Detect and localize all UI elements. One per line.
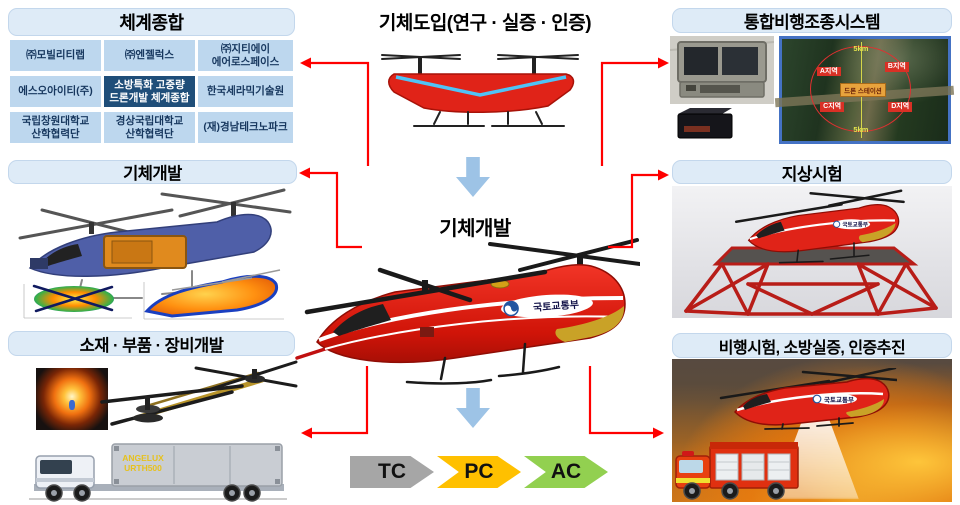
panel-title: 지상시험	[781, 164, 843, 184]
red-drone-drawing	[381, 54, 579, 127]
map-drone-station: 드론 스테이션	[840, 82, 886, 97]
panel-header-ground-test: 지상시험	[672, 160, 952, 184]
helicopter-logo-text: 국토교통부	[533, 299, 580, 314]
main-helicopter-image: 국토교통부	[295, 232, 640, 392]
airframe-cad-image	[12, 186, 294, 324]
step-label: AC	[550, 460, 582, 483]
org-cell: 경상국립대학교 산학협력단	[104, 112, 195, 143]
map-zone-d: D지역	[888, 102, 913, 112]
flow-arrow-down-icon	[456, 388, 490, 428]
org-cell: 국립창원대학교 산학협력단	[10, 112, 101, 143]
map-range-top: 5km	[853, 44, 869, 54]
org-cell: (재)경남테크노파크	[198, 112, 293, 143]
black-box-drawing	[677, 108, 733, 139]
map-zone-c: C지역	[820, 102, 845, 112]
panel-title: 체계종합	[119, 13, 184, 33]
panel-title: 통합비행조종시스템	[743, 13, 881, 32]
rotor-assembly-drawing	[100, 360, 298, 426]
flight-zone-map: 5km A지역 B지역 드론 스테이션 C지역 D지역 5km	[775, 36, 955, 144]
center-dev-label: 기체개발	[439, 218, 511, 240]
org-cell: 에스오아이티(주)	[10, 76, 101, 107]
helicopter-logo-text: 국토교통부	[824, 395, 854, 404]
fire-truck-drawing	[675, 442, 799, 500]
panel-title: 기체개발	[123, 165, 182, 183]
panel-header-system-integration: 체계종합	[8, 8, 295, 36]
ground-control-station-photo	[670, 36, 774, 104]
map-zone-b: B지역	[884, 62, 909, 73]
transport-truck-image: ANGELUX URTH500	[24, 440, 296, 502]
combustion-test-photo	[36, 368, 108, 430]
panel-header-airframe-dev: 기체개발	[8, 160, 297, 184]
main-title: 기체도입(연구 · 실증 · 인증)	[378, 13, 592, 34]
ground-test-image: 국토교통부	[672, 186, 952, 318]
panel-title: 비행시험, 소방실증, 인증추진	[718, 339, 906, 357]
org-cell: ㈜엔젤럭스	[104, 40, 195, 71]
org-grid: ㈜모빌리티랩 ㈜엔젤럭스 ㈜지티에이 에어로스페이스 에스오아이티(주) 소방특…	[10, 40, 295, 144]
red-helicopter-drawing: 국토교통부	[295, 238, 640, 385]
test-rig-drawing: 국토교통부	[672, 186, 952, 318]
flow-arrow-down-icon	[456, 157, 490, 197]
flight-test-image: 국토교통부	[672, 359, 952, 502]
panel-header-materials: 소재 · 부품 · 장비개발	[8, 331, 295, 356]
panel-header-flight-test: 비행시험, 소방실증, 인증추진	[672, 333, 952, 358]
cert-step-ac: AC	[524, 456, 608, 488]
map-zone-a: A지역	[816, 66, 841, 77]
panel-header-flight-control: 통합비행조종시스템	[672, 8, 952, 33]
cert-step-pc: PC	[437, 456, 521, 488]
org-cell: ㈜모빌리티랩	[10, 40, 101, 71]
avionics-box-photo	[676, 106, 734, 140]
container-label-line1: ANGELUX	[122, 453, 164, 463]
gcs-case-drawing	[670, 36, 774, 104]
firefighting-helicopter-drawing: 국토교통부	[719, 367, 897, 430]
burner-nozzle	[69, 400, 76, 411]
org-cell-highlight: 소방특화 고중량 드론개발 체계종합	[104, 76, 195, 107]
container-label-line2: URTH500	[124, 463, 162, 473]
helicopter-logo-text: 국토교통부	[842, 221, 868, 229]
panel-title: 소재 · 부품 · 장비개발	[79, 336, 224, 355]
rotor-assembly-image	[100, 352, 298, 444]
map-range-bottom: 5km	[853, 124, 869, 134]
intro-drone-image	[380, 50, 580, 135]
step-label: PC	[464, 460, 494, 483]
cert-step-tc: TC	[350, 456, 434, 488]
truck-drawing: ANGELUX URTH500	[29, 443, 287, 502]
org-cell: ㈜지티에이 에어로스페이스	[198, 40, 293, 71]
step-label: TC	[378, 460, 406, 483]
org-cell: 한국세라믹기술원	[198, 76, 293, 107]
blue-helicopter-render	[18, 188, 292, 320]
